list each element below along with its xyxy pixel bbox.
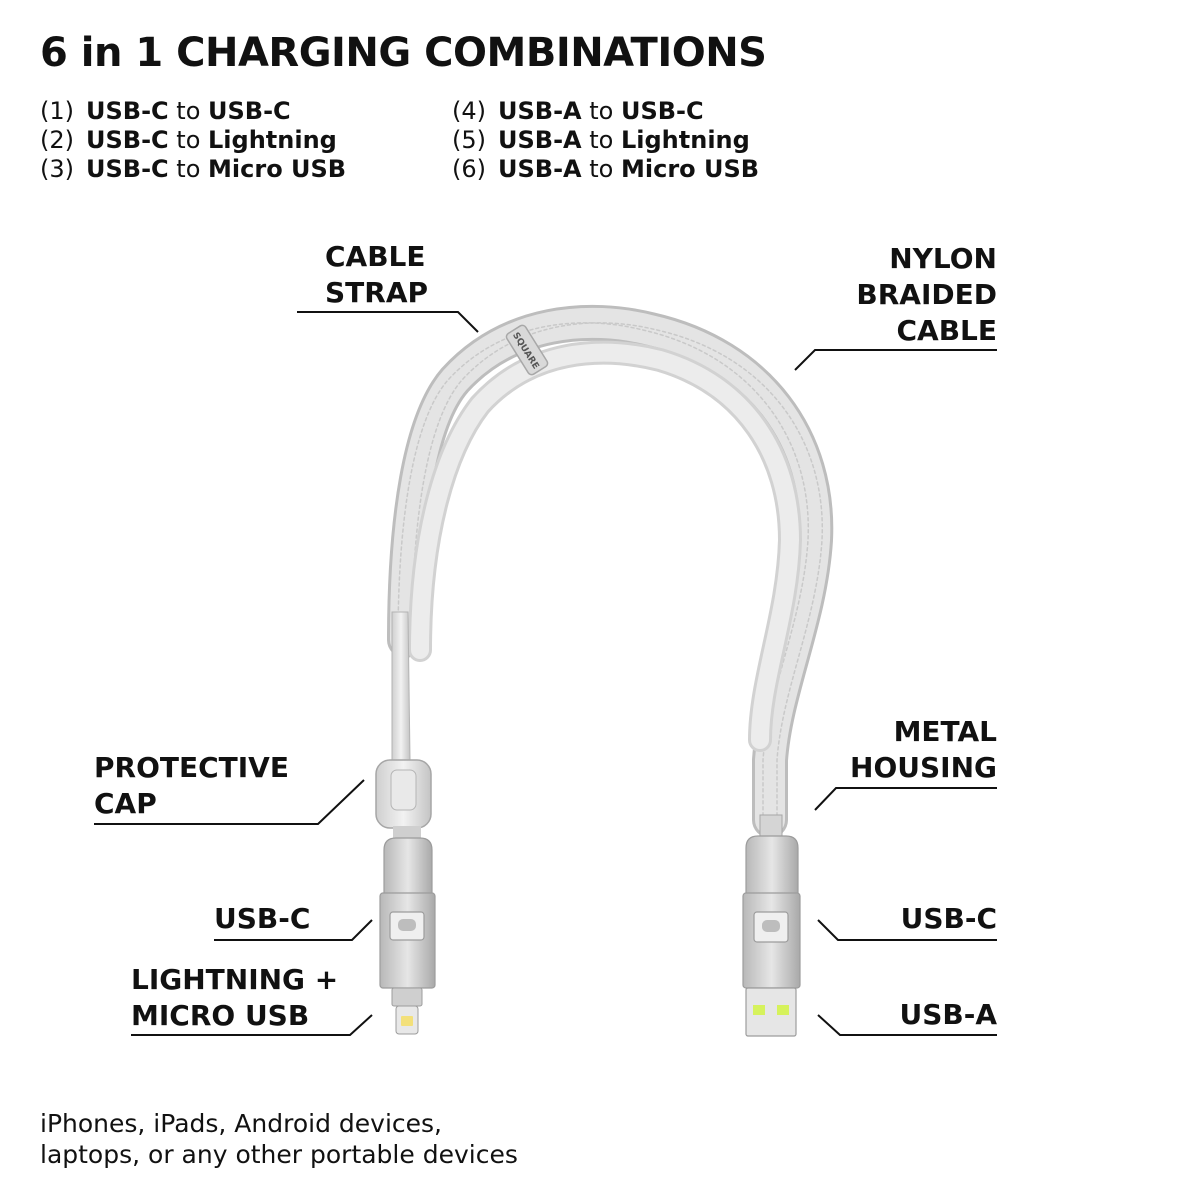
combination-number: (2) [40,126,74,154]
callout-line: NYLON [889,242,997,275]
braided-cable [387,304,834,838]
combination-joiner: to [176,155,201,183]
callout-line: STRAP [325,276,429,309]
compatibility-line: iPhones, iPads, Android devices, [40,1109,443,1138]
combination-item: (3) USB-C to Micro USB [40,155,346,184]
combination-from: USB-C [86,126,169,154]
combination-from: USB-A [498,126,582,154]
combination-to: Lightning [208,126,337,154]
combination-from: USB-A [498,97,582,125]
protective-cap [375,759,432,829]
compatibility-line: laptops, or any other portable devices [40,1140,518,1169]
combination-number: (1) [40,97,74,125]
combination-from: USB-C [86,155,169,183]
page-title: 6 in 1 CHARGING COMBINATIONS [40,30,767,76]
combination-joiner: to [589,155,614,183]
leader-lines [94,311,997,1036]
callout-line: METAL [893,715,997,748]
combination-number: (3) [40,155,74,183]
combination-item: (5) USB-A to Lightning [452,126,750,155]
callout-line: HOUSING [850,751,997,784]
callout-line: MICRO USB [131,999,310,1032]
combination-to: USB-C [208,97,291,125]
combination-to: Lightning [620,126,750,154]
combination-item: (6) USB-A to Micro USB [452,155,759,184]
callout-protective-cap: PROTECTIVE CAP [94,750,289,822]
combination-joiner: to [589,97,614,125]
callout-usb-c-left: USB-C [214,902,311,935]
right-connector [742,814,801,1037]
callout-line: CAP [94,787,157,820]
callout-line: BRAIDED [856,278,997,311]
combination-number: (6) [452,155,486,183]
combination-item: (1) USB-C to USB-C [40,97,291,126]
combination-to: Micro USB [620,155,760,183]
callout-line: LIGHTNING + [131,963,339,996]
strap-tail [391,611,411,761]
combination-to: Micro USB [208,155,347,183]
combination-from: USB-C [86,97,169,125]
combination-joiner: to [176,97,201,125]
callout-usb-c-right: USB-C [900,902,997,935]
callout-usb-a: USB-A [899,998,997,1031]
callout-line: CABLE [325,240,426,273]
callout-nylon-braided-cable: NYLON BRAIDED CABLE [856,241,997,349]
callout-line: PROTECTIVE [94,751,289,784]
combination-to: USB-C [620,97,704,125]
callout-lightning-micro-usb: LIGHTNING + MICRO USB [131,962,338,1034]
left-connector [379,826,436,1035]
combination-joiner: to [176,126,201,154]
combination-from: USB-A [498,155,582,183]
callout-metal-housing: METAL HOUSING [850,714,997,786]
callout-cable-strap: CABLE STRAP [325,239,428,311]
combination-item: (4) USB-A to USB-C [452,97,704,126]
combination-number: (5) [452,126,486,154]
combination-number: (4) [452,97,486,125]
compatibility-note: iPhones, iPads, Android devices, laptops… [40,1108,518,1170]
combination-item: (2) USB-C to Lightning [40,126,337,155]
combination-joiner: to [589,126,614,154]
callout-line: CABLE [896,314,997,347]
